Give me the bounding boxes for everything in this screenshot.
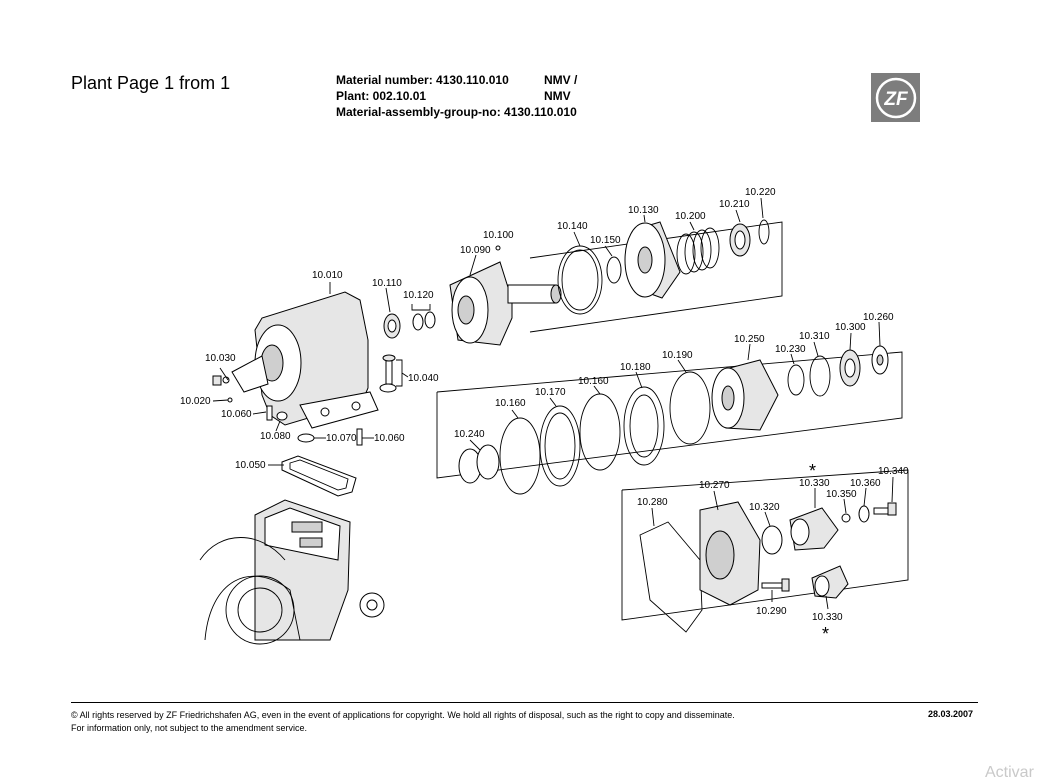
asterisk-marker-a: *: [809, 461, 816, 481]
part-label-10270: 10.270: [699, 480, 730, 491]
part-label-10020: 10.020: [180, 396, 211, 407]
gasket-part: [281, 455, 357, 497]
zf-logo: ZF: [871, 73, 920, 122]
part-label-10320: 10.320: [749, 502, 780, 513]
part-label-10330-a: 10.330: [799, 478, 830, 489]
part-labels: 10.010 10.020 10.030 10.040 10.050 10.06…: [180, 187, 909, 644]
asterisk-marker-b: *: [822, 624, 829, 644]
part-label-10200: 10.200: [675, 211, 706, 222]
housing-part: [231, 291, 379, 429]
part-label-10290: 10.290: [756, 606, 787, 617]
page-title: Plant Page 1 from 1: [71, 73, 231, 93]
part-label-10160-a: 10.160: [495, 398, 526, 409]
part-label-10080: 10.080: [260, 431, 291, 442]
zf-logo-icon: ZF: [875, 77, 916, 118]
part-label-10120: 10.120: [403, 290, 434, 301]
retainer-parts-top: [729, 219, 770, 257]
part-label-10230: 10.230: [775, 344, 806, 355]
exploded-view-drawing: 10.010 10.020 10.030 10.040 10.050 10.06…: [180, 187, 909, 645]
copyright-line-2: For information only, not subject to the…: [71, 723, 307, 733]
spring-pack-part: [676, 227, 720, 275]
nmv-line-2: NMV: [544, 89, 571, 103]
nmv-info: NMV / NMV: [544, 72, 577, 104]
copyright-line-1: © All rights reserved by ZF Friedrichsha…: [71, 710, 735, 720]
part-label-10140: 10.140: [557, 221, 588, 232]
leader-lines: [212, 197, 894, 610]
part-label-10240: 10.240: [454, 429, 485, 440]
part-label-10160-b: 10.160: [578, 376, 609, 387]
part-label-10100: 10.100: [483, 230, 514, 241]
ring-parts-top: [557, 245, 622, 315]
activation-watermark: Activar: [985, 764, 1034, 781]
bearing-seal-parts: [383, 245, 501, 339]
part-label-10250: 10.250: [734, 334, 765, 345]
part-label-10190: 10.190: [662, 350, 693, 361]
part-label-10360: 10.360: [850, 478, 881, 489]
part-label-10150: 10.150: [590, 235, 621, 246]
clutch-disc-row: [458, 371, 711, 495]
assembly-group-number: Material-assembly-group-no: 4130.110.010: [336, 105, 577, 119]
material-info: Material number: 4130.110.010 Plant: 002…: [336, 72, 577, 120]
cover-group-parts: [639, 501, 897, 633]
piston-part: [624, 221, 681, 299]
part-label-10030: 10.030: [205, 353, 236, 364]
transmission-case: [199, 499, 385, 645]
part-label-10170: 10.170: [535, 387, 566, 398]
part-label-10110: 10.110: [372, 278, 402, 289]
nmv-line-1: NMV /: [544, 73, 578, 87]
part-label-10060-a: 10.060: [221, 409, 252, 420]
planet-carrier-part: [449, 261, 562, 346]
part-label-10180: 10.180: [620, 362, 651, 373]
part-label-10220: 10.220: [745, 187, 776, 198]
zf-logo-text: ZF: [883, 89, 909, 110]
part-label-10010: 10.010: [312, 270, 343, 281]
part-label-10300: 10.300: [835, 322, 866, 333]
material-number: Material number: 4130.110.010: [336, 73, 509, 87]
part-label-10130: 10.130: [628, 205, 659, 216]
part-label-10280: 10.280: [637, 497, 668, 508]
part-label-10060-b: 10.060: [374, 433, 405, 444]
part-label-10260: 10.260: [863, 312, 894, 323]
part-label-10090: 10.090: [460, 245, 491, 256]
part-label-10340: 10.340: [878, 466, 909, 477]
document-date: 28.03.2007: [928, 709, 974, 719]
part-label-10350: 10.350: [826, 489, 857, 500]
footer-divider: [71, 702, 978, 703]
part-label-10040: 10.040: [408, 373, 439, 384]
part-label-10050: 10.050: [235, 460, 266, 471]
copyright-notice: © All rights reserved by ZF Friedrichsha…: [71, 709, 735, 735]
part-label-10310: 10.310: [799, 331, 830, 342]
part-label-10330-b: 10.330: [812, 612, 843, 623]
small-hardware-left: [212, 354, 397, 446]
plant-number: Plant: 002.10.01: [336, 89, 427, 103]
part-label-10210: 10.210: [719, 199, 750, 210]
gear-part: [711, 359, 779, 431]
part-label-10070: 10.070: [326, 433, 357, 444]
